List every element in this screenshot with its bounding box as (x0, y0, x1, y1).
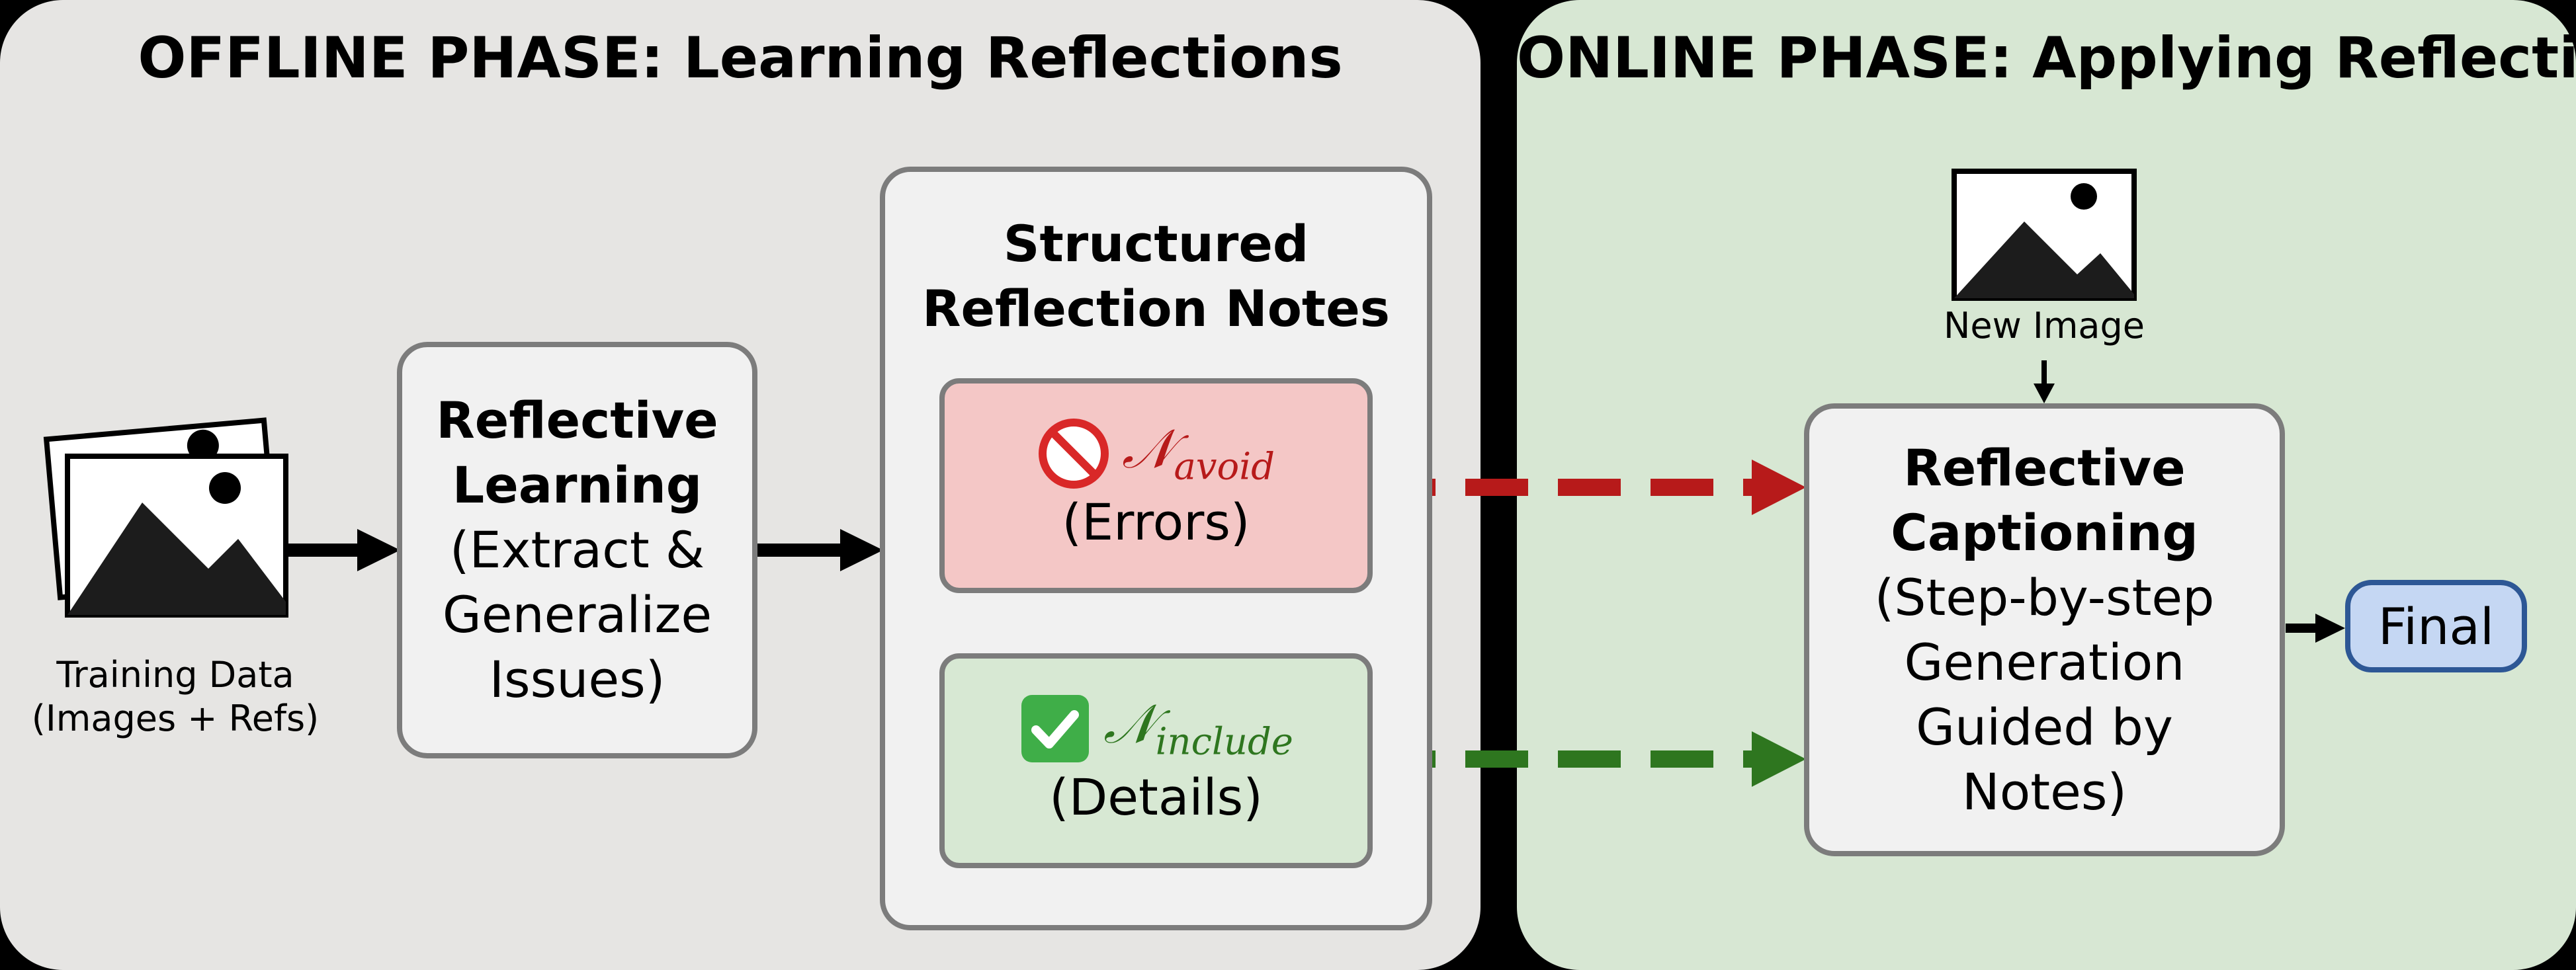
learning-title-line2: Learning (452, 456, 703, 514)
new-image-icon (1952, 169, 2137, 301)
final-label: Final (2378, 596, 2495, 656)
final-output-box: Final (2345, 580, 2527, 672)
arrow-learning-to-notes (757, 529, 883, 571)
training-data-label: Training Data (56, 654, 294, 696)
captioning-title-line2: Captioning (1891, 503, 2198, 562)
avoid-subscript: avoid (1174, 445, 1275, 489)
learning-desc-line1: (Extract & (449, 520, 705, 579)
training-images-icon (43, 417, 288, 618)
training-data-sublabel: (Images + Refs) (31, 698, 320, 739)
notes-title-line1: Structured (1003, 214, 1309, 273)
reflective-learning-box: Reflective Learning (Extract & Generaliz… (397, 342, 757, 758)
avoid-symbol: 𝒩 (1121, 418, 1174, 481)
include-notes-box: 𝒩include (Details) (939, 653, 1373, 868)
arrow-newimage-to-captioning (2034, 360, 2055, 403)
prohibited-icon (1038, 418, 1109, 489)
avoid-notes-box: 𝒩avoid (Errors) (939, 378, 1373, 593)
include-subscript: include (1155, 720, 1293, 764)
captioning-desc-line4: Notes) (1961, 762, 2127, 821)
learning-desc-line3: Issues) (489, 650, 665, 709)
captioning-desc-line2: Generation (1904, 632, 2185, 692)
learning-desc-line2: Generalize (442, 585, 712, 644)
learning-title-line1: Reflective (436, 391, 718, 450)
arrow-captioning-to-final (2286, 614, 2345, 643)
arrow-training-to-learning (286, 529, 400, 571)
include-description: (Details) (1049, 767, 1263, 827)
check-mark-icon (1021, 694, 1090, 762)
arrow-avoid-to-captioning (1373, 460, 1806, 515)
reflective-captioning-box: Reflective Captioning (Step-by-step Gene… (1804, 403, 2285, 856)
avoid-description: (Errors) (1062, 492, 1250, 551)
captioning-desc-line3: Guided by (1916, 697, 2173, 756)
new-image-label: New Image (1943, 305, 2145, 346)
captioning-desc-line1: (Step-by-step (1874, 567, 2215, 627)
notes-title-line2: Reflection Notes (922, 279, 1391, 338)
include-symbol: 𝒩 (1103, 693, 1156, 756)
online-phase-title: ONLINE PHASE: Applying Reflections (1517, 25, 2576, 91)
offline-phase-title: OFFLINE PHASE: Learning Reflections (138, 25, 1343, 91)
captioning-title-line1: Reflective (1903, 438, 2186, 497)
arrow-include-to-captioning (1373, 731, 1806, 787)
